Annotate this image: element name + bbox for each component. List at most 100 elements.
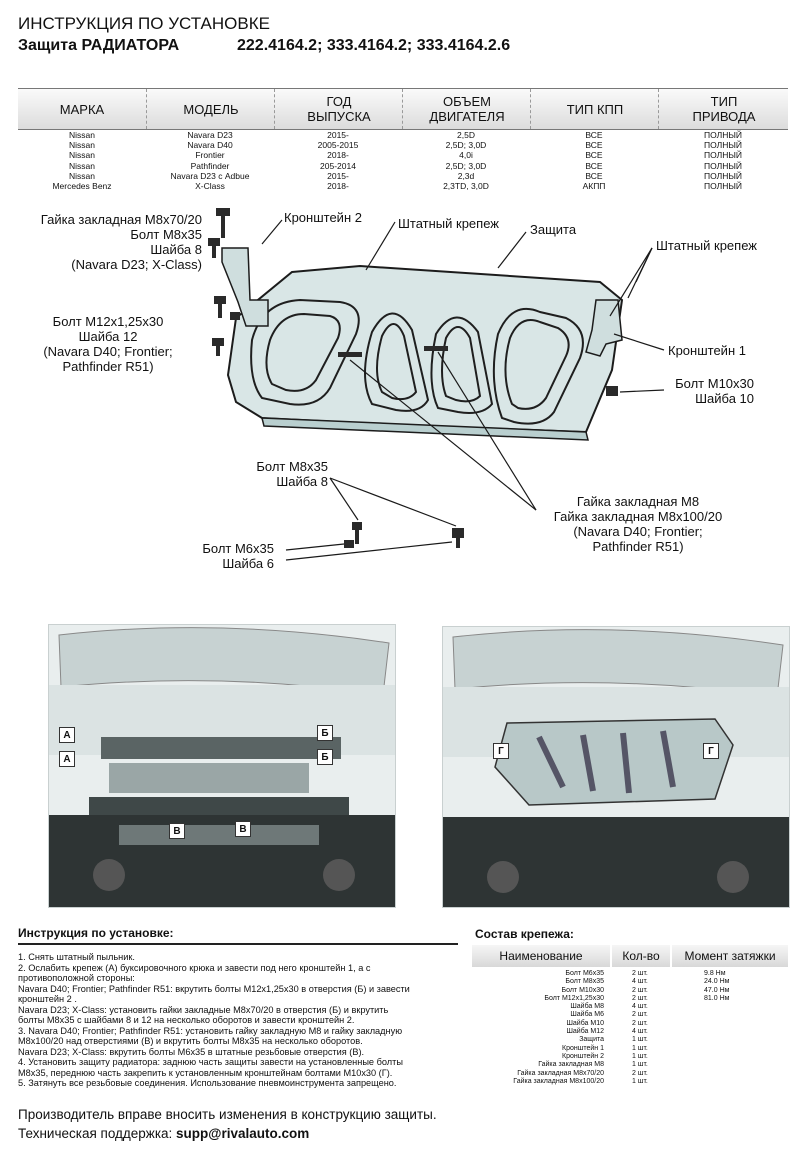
table-cell: 2,3d	[457, 170, 475, 181]
photo-tag-a: А	[59, 751, 75, 767]
table-cell: ПОЛНЫЙ	[704, 140, 742, 151]
table-cell: 205-2014	[320, 160, 356, 171]
table-cell: 1 шт.	[632, 1052, 648, 1060]
table-cell: 2005-2015	[317, 140, 359, 151]
table-cell: ВСЕ	[585, 150, 603, 161]
column-drive: ПОЛНЫЙ ПОЛНЫЙ ПОЛНЫЙ ПОЛНЫЙ ПОЛНЫЙ ПОЛНЫ…	[658, 130, 788, 191]
table-cell: Кронштейн 1	[562, 1044, 604, 1052]
instruction-line: 4. Установить защиту радиатора: заднюю ч…	[18, 1057, 403, 1067]
fasteners-header-torque: Момент затяжки	[672, 945, 788, 967]
table-cell: Navara D23	[187, 130, 233, 140]
table-cell: 2 шт.	[632, 1019, 648, 1027]
table-cell: Шайба М6	[570, 1011, 604, 1019]
applicability-header-row: МАРКА МОДЕЛЬ ГОД ВЫПУСКА ОБЪЕМ ДВИГАТЕЛЯ…	[18, 88, 788, 130]
column-gearbox: ВСЕ ВСЕ ВСЕ ВСЕ ВСЕ АКПП	[530, 130, 658, 191]
table-cell: 2 шт.	[632, 970, 648, 977]
table-cell: 24.0 Нм	[704, 978, 730, 986]
callout-line: Болт М6х35	[202, 541, 274, 556]
instruction-line: Navara D23; X-Class: установить гайки за…	[18, 1004, 389, 1015]
table-cell: ПОЛНЫЙ	[704, 170, 742, 181]
table-cell: 2018-	[327, 181, 349, 192]
header-year: ГОД ВЫПУСКА	[274, 89, 403, 129]
table-cell: ПОЛНЫЙ	[704, 160, 742, 171]
table-cell: ВСЕ	[585, 170, 603, 181]
instructions-title: Инструкция по установке:	[18, 926, 174, 940]
footer-notice: Производитель вправе вносить изменения в…	[18, 1107, 437, 1122]
instruction-line: 5. Затянуть все резьбовые соединения. Ис…	[18, 1078, 397, 1088]
table-cell: 1 шт.	[632, 1036, 648, 1044]
callout-line: Шайба 8	[150, 242, 202, 257]
fasteners-column-name: Болт М6х35 Болт М8х35 Болт М10х30 Болт М…	[472, 970, 604, 1086]
table-cell: ПОЛНЫЙ	[704, 150, 742, 161]
callout-line: Болт М8х35	[130, 227, 202, 242]
bracket-1	[585, 299, 623, 357]
callout-line: Гайка закладная М8х100/20	[553, 509, 723, 524]
table-cell: Nissan	[69, 150, 95, 161]
photo-after: Г Г	[442, 626, 790, 908]
table-cell: Шайба М10	[566, 1019, 604, 1027]
header-model: МОДЕЛЬ	[146, 89, 275, 129]
table-cell: Болт М12х1,25х30	[544, 994, 604, 1002]
header-engine: ОБЪЕМ ДВИГАТЕЛЯ	[402, 89, 531, 129]
callout-line: Болт М10х30	[675, 376, 754, 391]
callout-std-fix-center: Штатный крепеж	[398, 216, 499, 231]
callout-line: Шайба 6	[222, 556, 274, 571]
table-cell: 47.0 Нм	[704, 986, 730, 994]
instruction-line: противоположной стороны:	[18, 973, 135, 983]
table-cell: 1 шт.	[632, 1077, 648, 1085]
footer-support: Техническая поддержка: supp@rivalauto.co…	[18, 1126, 309, 1141]
document-title: ИНСТРУКЦИЯ ПО УСТАНОВКЕ	[18, 14, 270, 33]
header-drive: ТИП ПРИВОДА	[658, 89, 789, 129]
table-cell: Гайка закладная М8х70/20	[517, 1069, 604, 1077]
table-cell: Болт М10х30	[561, 986, 604, 994]
table-cell: 2015-	[327, 170, 349, 181]
callout-std-fix-right: Штатный крепеж	[656, 238, 757, 253]
instruction-line: М8х35, переднюю часть закрепить к устано…	[18, 1067, 393, 1078]
table-cell: 2 шт.	[632, 994, 648, 1002]
callout-line: Гайка закладная М8х70/20	[40, 212, 202, 227]
product-name: Защита РАДИАТОРА	[18, 37, 180, 54]
photo-before: А А Б Б В В	[48, 624, 396, 908]
table-cell: Гайка закладная М8	[538, 1061, 604, 1069]
instruction-line: 1. Снять штатный пыльник.	[18, 952, 135, 962]
callout-bracket-1: Кронштейн 1	[668, 343, 746, 358]
table-cell: 2 шт.	[632, 1069, 648, 1077]
photo-tag-v: В	[235, 821, 251, 837]
table-cell: 9.8 Нм	[704, 970, 726, 977]
table-cell: 2,5D	[457, 130, 475, 140]
callout-line: (Navara D40; Frontier;	[573, 524, 703, 539]
fasteners-header-qty: Кол-во	[612, 945, 670, 967]
table-cell: 1 шт.	[632, 1061, 648, 1069]
table-cell: Nissan	[69, 160, 95, 171]
photo-before-illustration	[49, 627, 395, 907]
table-cell: ПОЛНЫЙ	[704, 181, 742, 192]
table-cell: Болт М6х35	[565, 970, 604, 977]
callout-line: Болт М12х1,25х30	[52, 314, 164, 329]
header-gearbox: ТИП КПП	[530, 89, 659, 129]
callout-bolt-m8: Болт М8х35 Шайба 8	[228, 459, 328, 489]
table-cell: 2,5D; 3,0D	[445, 140, 487, 151]
header-make: МАРКА	[59, 101, 105, 117]
callout-line: Болт М8х35	[256, 459, 328, 474]
table-cell: 81.0 Нм	[704, 994, 730, 1002]
column-make: Nissan Nissan Nissan Nissan Nissan Merce…	[18, 130, 146, 191]
instruction-line: болты М8х35 с шайбами 8 и 12 на нескольк…	[18, 1015, 355, 1025]
callout-line: Pathfinder R51)	[592, 539, 684, 554]
table-cell: Mercedes Benz	[52, 181, 112, 192]
table-cell: Гайка закладная М8х100/20	[513, 1077, 604, 1085]
callout-line: Шайба 12	[78, 329, 138, 344]
photo-tag-b: Б	[317, 749, 333, 765]
column-model: Navara D23 Navara D40 Frontier Pathfinde…	[146, 130, 274, 191]
callout-line: (Navara D23; X-Class)	[71, 257, 202, 272]
callout-line: Гайка закладная М8	[576, 494, 700, 509]
table-cell: Защита	[579, 1036, 604, 1044]
support-email-link[interactable]: supp@rivalauto.com	[176, 1126, 310, 1141]
part-numbers: 222.4164.2; 333.4164.2; 333.4164.2.6	[237, 37, 511, 54]
column-year: 2015- 2005-2015 2018- 205-2014 2015- 201…	[274, 130, 402, 191]
table-cell: Nissan	[69, 130, 95, 140]
table-cell: 1 шт.	[632, 1044, 648, 1052]
callout-line: (Navara D40; Frontier;	[43, 344, 173, 359]
instructions-list: 1. Снять штатный пыльник. 2. Ослабить кр…	[18, 952, 470, 1089]
table-cell: X-Class	[195, 181, 225, 192]
callout-line: Шайба 10	[695, 391, 754, 406]
